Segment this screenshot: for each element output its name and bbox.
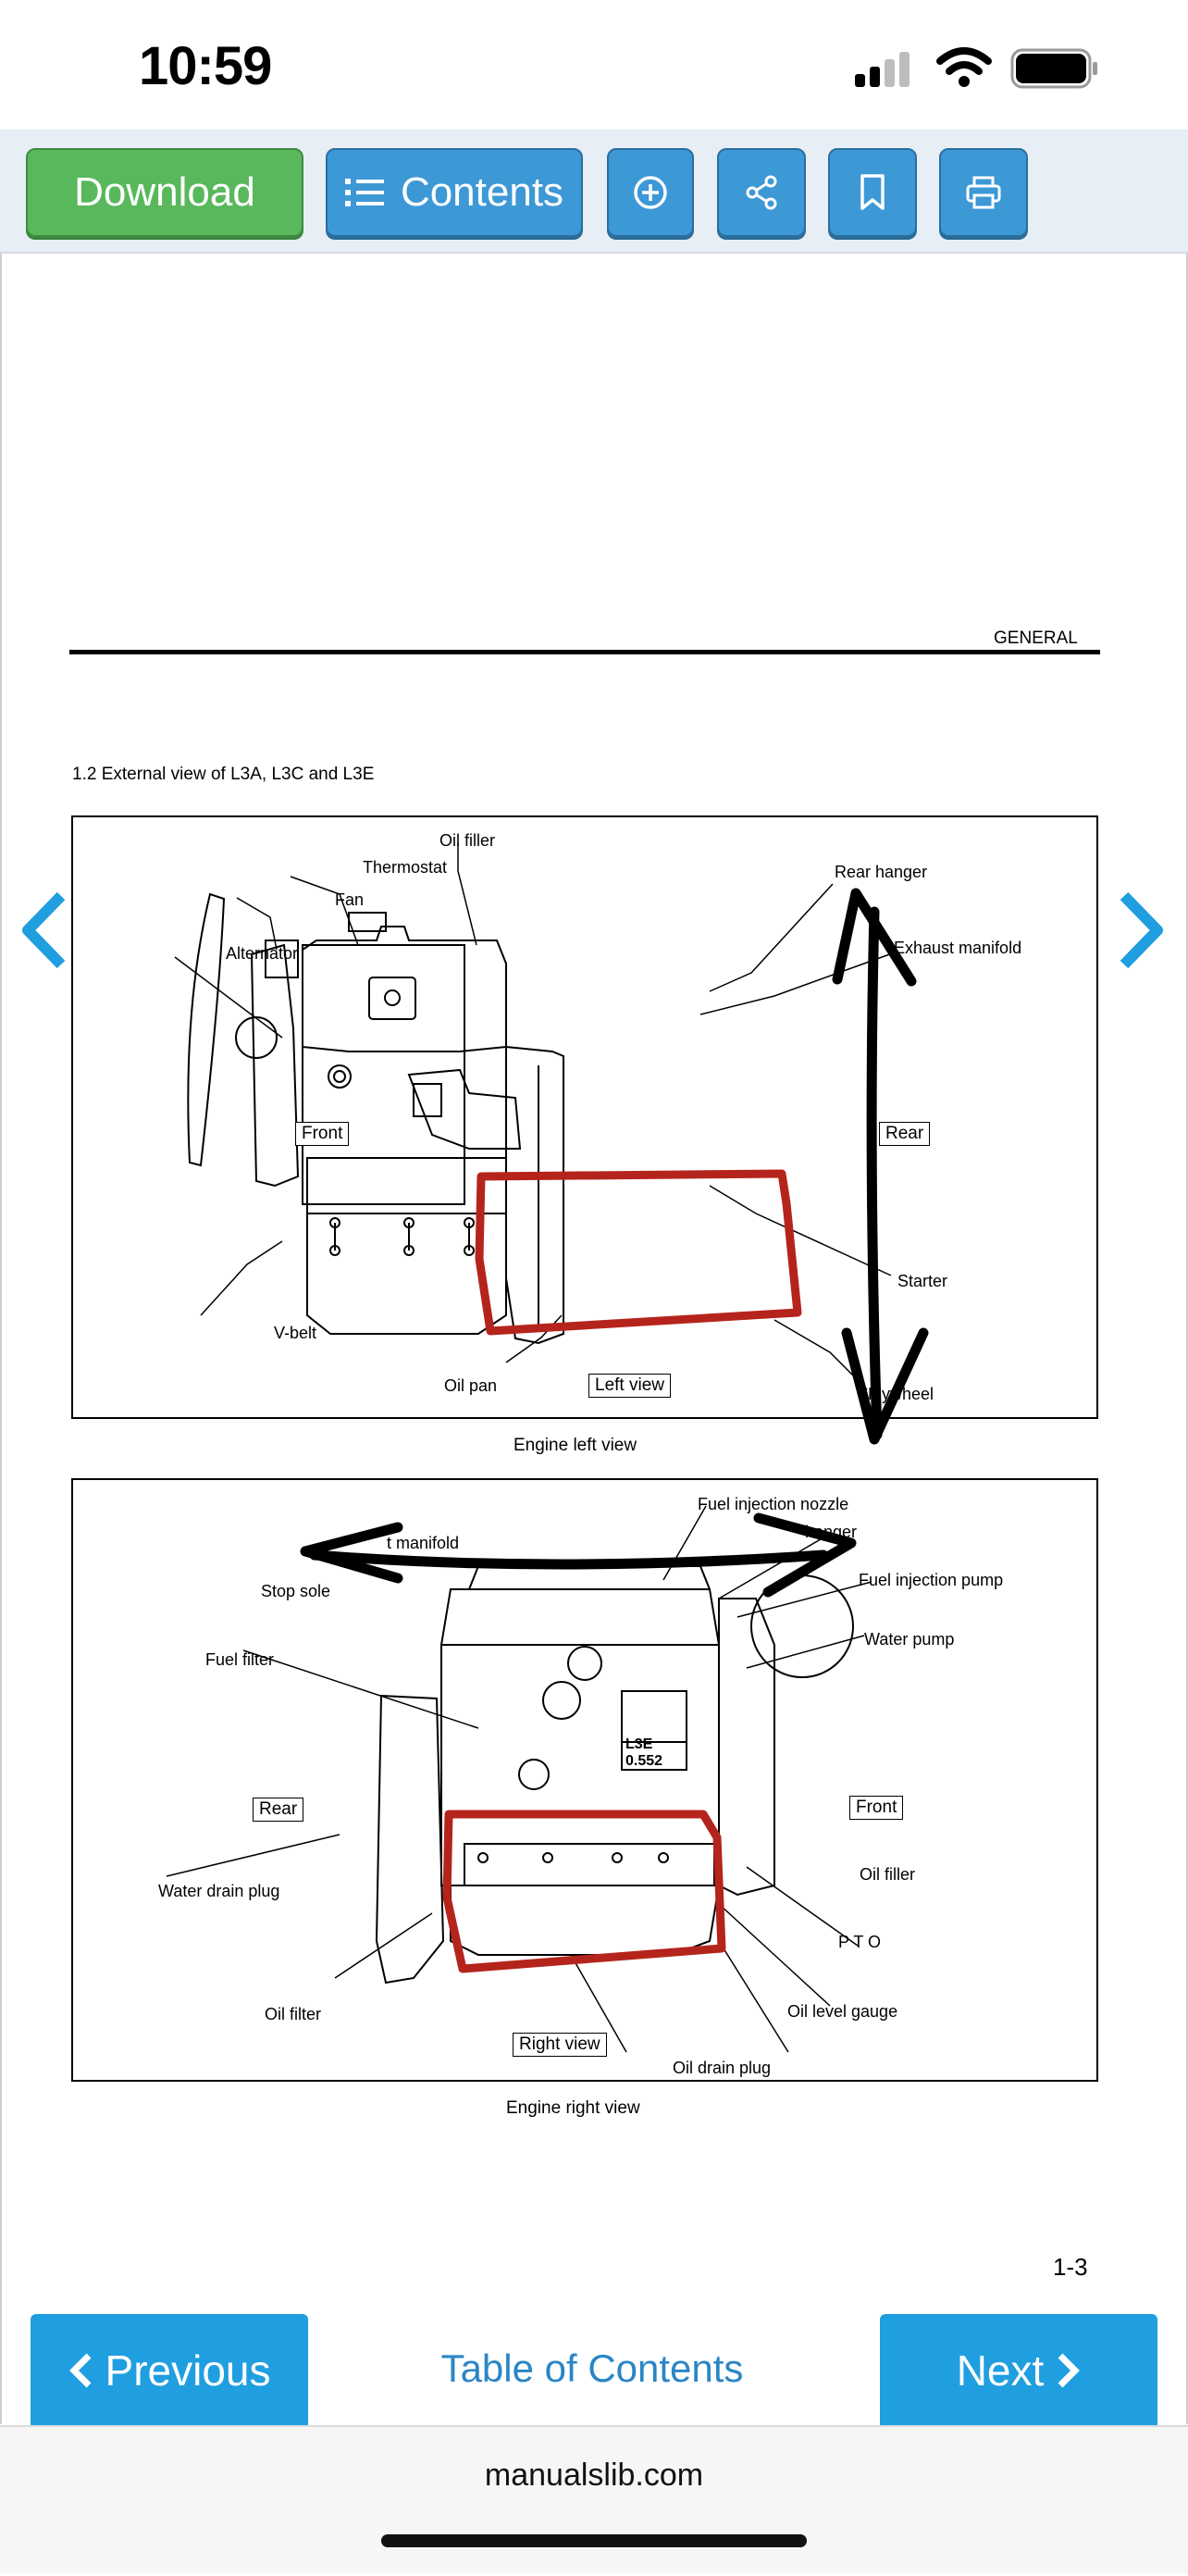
callout-oil-filler: Oil filler bbox=[439, 831, 496, 850]
share-button[interactable] bbox=[717, 148, 806, 237]
callout-oil-level-gauge: Oil level gauge bbox=[787, 2002, 898, 2021]
callout-fuel-filter: Fuel filter bbox=[205, 1650, 275, 1669]
callout-water-pump: Water pump bbox=[864, 1630, 955, 1649]
next-label: Next bbox=[956, 2346, 1045, 2395]
callout-exhaust-manifold: Exhaust manifold bbox=[894, 939, 1022, 957]
toolbar: Download Contents bbox=[0, 130, 1188, 254]
box-front: Front bbox=[295, 1122, 350, 1146]
figure-caption-left: Engine left view bbox=[514, 1436, 637, 1455]
next-button[interactable]: Next bbox=[880, 2314, 1157, 2427]
callout-oil-pan: Oil pan bbox=[444, 1376, 498, 1395]
print-button[interactable] bbox=[939, 148, 1028, 237]
chevron-right-icon bbox=[1057, 2352, 1081, 2389]
cellular-signal-icon bbox=[855, 52, 918, 95]
callout-v-belt: V-belt bbox=[274, 1324, 317, 1342]
box-right-view: Right view bbox=[513, 2033, 607, 2057]
box-rear: Rear bbox=[879, 1122, 931, 1146]
table-of-contents-link[interactable]: Table of Contents bbox=[440, 2346, 744, 2390]
box-front-right: Front bbox=[849, 1796, 904, 1820]
previous-label: Previous bbox=[105, 2346, 271, 2395]
previous-page-arrow[interactable] bbox=[15, 889, 70, 977]
engine-stamp: L3E 0.552 bbox=[625, 1736, 663, 1769]
callout-alternator: Alternator bbox=[226, 944, 299, 963]
status-bar bbox=[0, 0, 1188, 130]
contents-button[interactable]: Contents bbox=[326, 148, 583, 237]
next-page-arrow[interactable] bbox=[1115, 889, 1170, 977]
bookmark-button[interactable] bbox=[828, 148, 917, 237]
header-rule bbox=[69, 650, 1100, 654]
share-icon bbox=[743, 174, 780, 211]
callout-fuel-injection-nozzle: Fuel injection nozzle bbox=[698, 1495, 849, 1513]
callout-water-drain-plug: Water drain plug bbox=[158, 1882, 280, 1900]
wifi-icon bbox=[936, 46, 992, 93]
engine-right-view-figure bbox=[71, 1478, 1098, 2082]
home-indicator[interactable] bbox=[381, 2534, 807, 2547]
box-left-view: Left view bbox=[588, 1374, 671, 1398]
callout-oil-filler: Oil filler bbox=[860, 1865, 916, 1884]
callout-stop-solenoid: Stop sole bbox=[261, 1582, 331, 1600]
page-number: 1-3 bbox=[1053, 2253, 1088, 2281]
download-label: Download bbox=[74, 169, 255, 215]
battery-icon bbox=[1010, 48, 1099, 93]
callout-inlet-manifold: t manifold bbox=[387, 1534, 460, 1552]
chevron-left-icon bbox=[68, 2352, 93, 2389]
callout-oil-drain-plug: Oil drain plug bbox=[673, 2059, 772, 2077]
callout-pto: P T O bbox=[838, 1933, 882, 1951]
figure-caption-right: Engine right view bbox=[506, 2098, 640, 2118]
callout-starter: Starter bbox=[897, 1272, 948, 1290]
page-header-label: GENERAL bbox=[994, 628, 1078, 648]
engine-right-drawing bbox=[71, 1478, 1098, 2086]
section-title: 1.2 External view of L3A, L3C and L3E bbox=[72, 765, 375, 784]
box-rear-right: Rear bbox=[253, 1798, 304, 1822]
callout-oil-filter: Oil filter bbox=[265, 2005, 322, 2023]
zoom-in-button[interactable] bbox=[607, 148, 694, 237]
callout-front-hanger: hanger bbox=[805, 1523, 858, 1541]
contents-label: Contents bbox=[400, 169, 564, 215]
list-icon bbox=[344, 177, 384, 208]
callout-rear-hanger: Rear hanger bbox=[835, 863, 928, 881]
callout-flywheel: Flywheel bbox=[868, 1385, 934, 1403]
previous-button[interactable]: Previous bbox=[31, 2314, 308, 2427]
browser-address-bar bbox=[0, 2425, 1188, 2573]
status-time: 10:59 bbox=[139, 36, 272, 96]
download-button[interactable]: Download bbox=[26, 148, 303, 237]
callout-fuel-injection-pump: Fuel injection pump bbox=[859, 1571, 1004, 1589]
printer-icon bbox=[964, 174, 1003, 211]
url-text[interactable]: manualslib.com bbox=[484, 2458, 704, 2493]
callout-thermostat: Thermostat bbox=[363, 858, 448, 877]
zoom-in-icon bbox=[632, 174, 669, 211]
engine-left-drawing bbox=[71, 815, 1098, 1424]
callout-fan: Fan bbox=[335, 890, 365, 909]
bookmark-icon bbox=[857, 173, 888, 212]
